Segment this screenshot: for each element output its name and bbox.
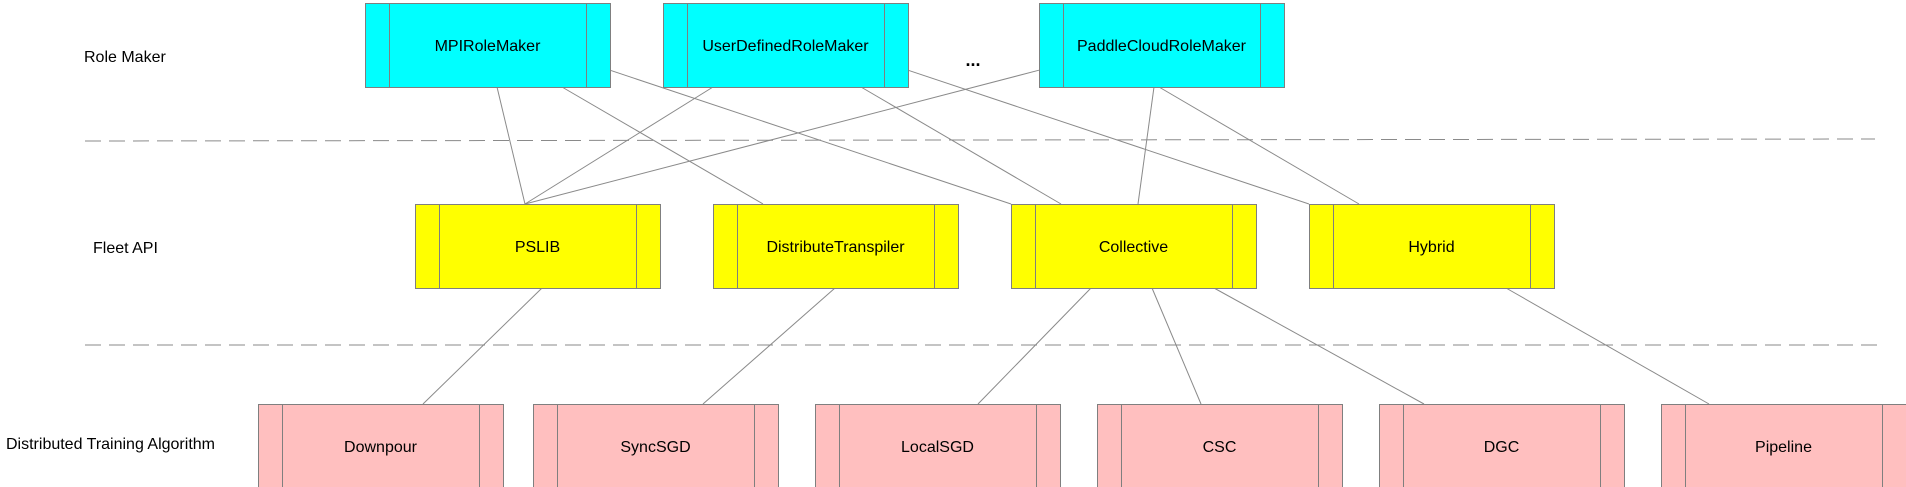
edge-userdefinedrolemaker-to-collective: [860, 86, 1062, 205]
edges-group: [422, 69, 1710, 405]
node-hybrid: Hybrid: [1309, 204, 1555, 289]
node-box: [1661, 404, 1906, 487]
edge-pslib-to-downpour: [422, 287, 543, 405]
node-box: [713, 204, 959, 289]
node-box: [258, 404, 504, 487]
node-box: [1379, 404, 1625, 487]
edge-hybrid-to-pipeline: [1505, 287, 1710, 405]
node-label: LocalSGD: [901, 439, 974, 456]
node-pipeline: Pipeline: [1661, 404, 1906, 487]
layer-label-fleet-api: Fleet API: [93, 240, 158, 257]
node-pslib: PSLIB: [415, 204, 661, 289]
edge-userdefinedrolemaker-to-hybrid: [907, 69, 1310, 205]
edge-collective-to-dgc: [1213, 287, 1425, 405]
layer-dividers: [84, 138, 1880, 346]
node-box: [365, 3, 611, 88]
node-syncsgd: SyncSGD: [533, 404, 779, 487]
node-label: Pipeline: [1755, 439, 1812, 456]
node-downpour: Downpour: [258, 404, 504, 487]
node-box: [663, 3, 909, 88]
node-box: [415, 204, 661, 289]
node-label: PSLIB: [515, 239, 560, 256]
nodes-group: MPIRoleMaker UserDefinedRoleMaker PaddleCl…: [258, 3, 1906, 487]
node-box: [815, 404, 1061, 487]
node-box: [1011, 204, 1257, 289]
edge-collective-to-csc: [1151, 287, 1202, 405]
node-box: [533, 404, 779, 487]
node-userdefinedrolemaker: UserDefinedRoleMaker: [663, 3, 909, 88]
node-label: MPIRoleMaker: [435, 38, 541, 55]
layer-label-role-maker: Role Maker: [84, 49, 166, 66]
edge-paddlecloudrolemaker-to-hybrid: [1158, 86, 1360, 205]
edge-distributetranspiler-to-syncsgd: [702, 287, 836, 405]
ellipsis-more-role-makers: ...: [965, 50, 980, 70]
node-label: CSC: [1203, 439, 1237, 456]
node-collective: Collective: [1011, 204, 1257, 289]
edge-collective-to-localsgd: [977, 287, 1092, 405]
divider-top: [84, 138, 1876, 142]
node-label: SyncSGD: [620, 439, 690, 456]
edge-paddlecloudrolemaker-to-pslib: [524, 69, 1040, 205]
layer-label-distributed-training-algorithm: Distributed Training Algorithm: [6, 436, 215, 453]
node-box: [1309, 204, 1555, 289]
edge-mpirolemaker-to-collective: [609, 69, 1012, 205]
edge-mpirolemaker-to-distributetranspiler: [561, 86, 764, 205]
node-box: [1097, 404, 1343, 487]
node-label: Downpour: [344, 439, 418, 456]
node-box: [1039, 3, 1285, 88]
edge-paddlecloudrolemaker-to-collective: [1137, 86, 1155, 205]
node-label: DistributeTranspiler: [766, 239, 905, 256]
node-dgc: DGC: [1379, 404, 1625, 487]
node-label: DGC: [1484, 439, 1520, 456]
node-label: Hybrid: [1408, 239, 1454, 256]
node-label: UserDefinedRoleMaker: [702, 38, 869, 55]
node-csc: CSC: [1097, 404, 1343, 487]
node-label: PaddleCloudRoleMaker: [1077, 38, 1247, 55]
node-distributetranspiler: DistributeTranspiler: [713, 204, 959, 289]
node-localsgd: LocalSGD: [815, 404, 1061, 487]
edge-userdefinedrolemaker-to-pslib: [524, 86, 714, 205]
edge-mpirolemaker-to-pslib: [496, 86, 526, 205]
node-mpirolemaker: MPIRoleMaker: [365, 3, 611, 88]
node-paddlecloudrolemaker: PaddleCloudRoleMaker: [1039, 3, 1285, 88]
node-label: Collective: [1099, 239, 1168, 256]
